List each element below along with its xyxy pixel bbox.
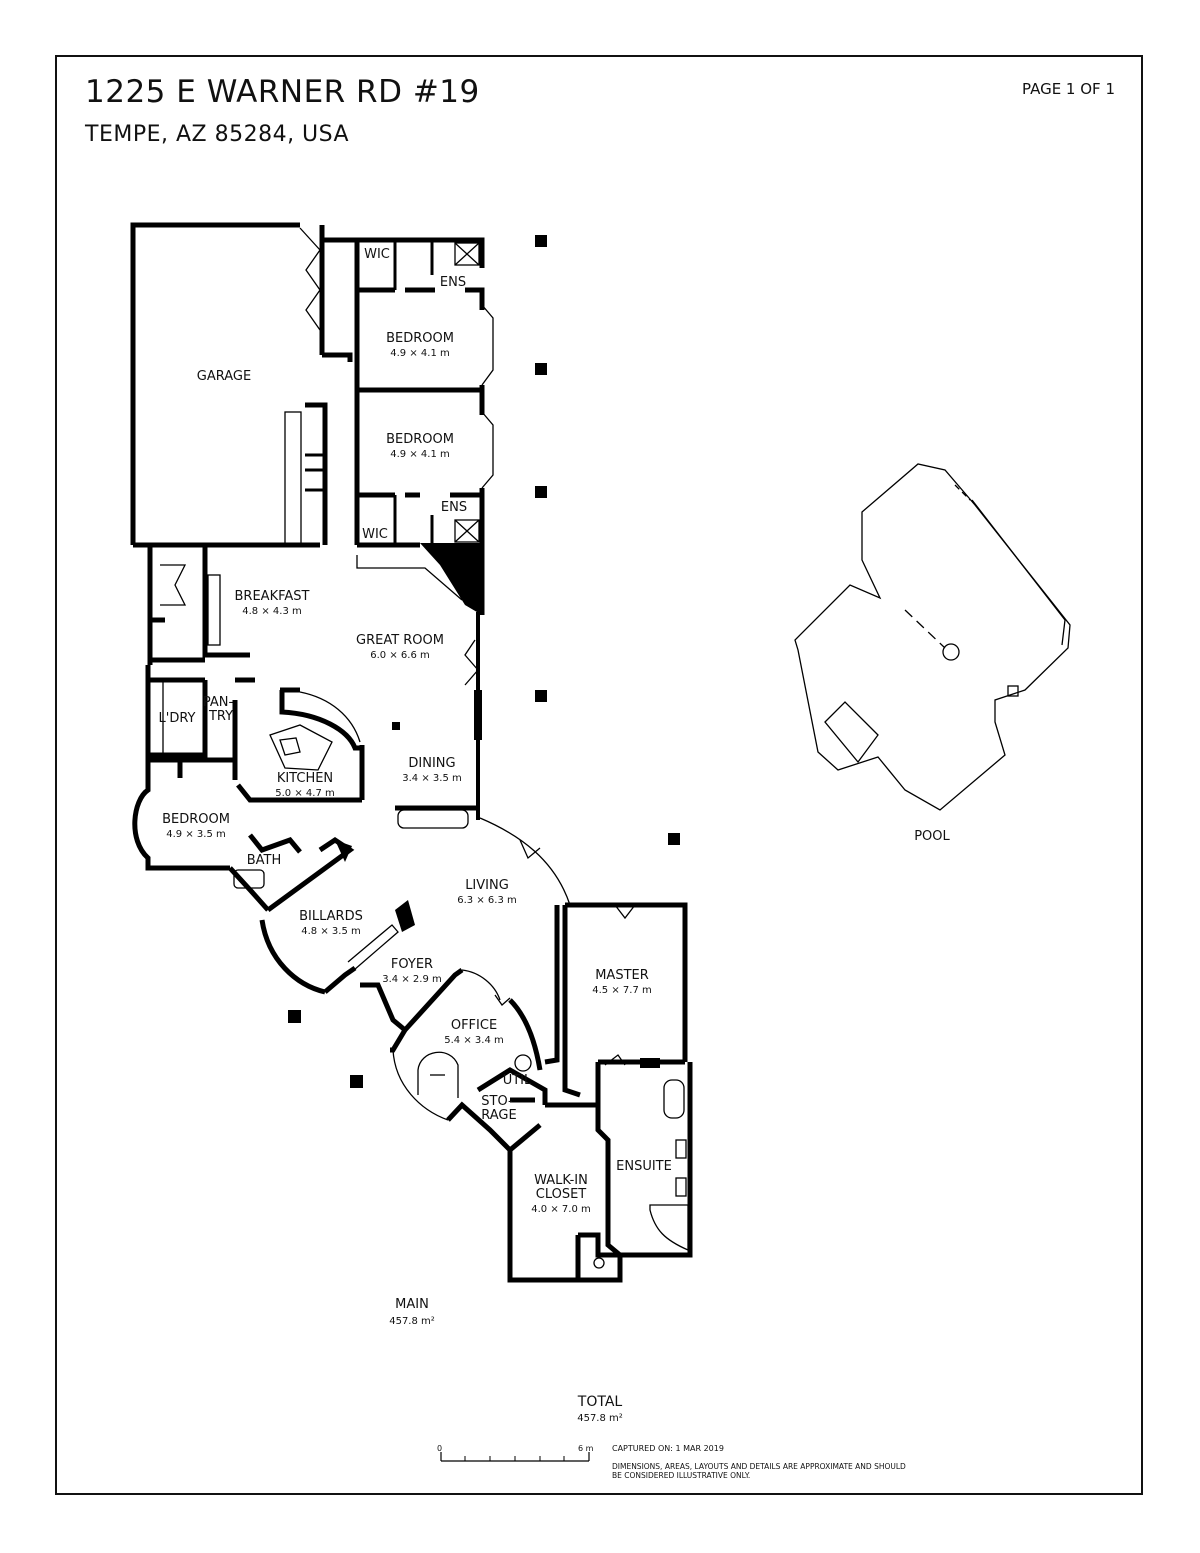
great-room-dims: 6.0 × 6.6 m: [370, 650, 429, 661]
foyer-label: FOYER: [391, 957, 433, 972]
bedroom-1-label: BEDROOM: [386, 331, 454, 346]
walkin-dims: 4.0 × 7.0 m: [531, 1204, 590, 1215]
bedroom-3-label: BEDROOM: [162, 812, 230, 827]
pantry-label-line1: PAN-: [203, 695, 234, 710]
property-address: 1225 E WARNER RD #19: [85, 74, 480, 110]
total-area: 457.8 m²: [577, 1413, 623, 1424]
foyer-dims: 3.4 × 2.9 m: [382, 974, 441, 985]
pool-outline: [794, 463, 1071, 811]
walkin-label-line2: CLOSET: [536, 1187, 587, 1202]
breakfast-dims: 4.8 × 4.3 m: [242, 606, 301, 617]
floor-area: 457.8 m²: [389, 1316, 435, 1327]
disclaimer-text: DIMENSIONS, AREAS, LAYOUTS AND DETAILS A…: [612, 1462, 906, 1480]
page-frame: [55, 55, 1143, 1495]
dining-dims: 3.4 × 3.5 m: [402, 773, 461, 784]
kitchen-dims: 5.0 × 4.7 m: [275, 788, 334, 799]
great-room-label: GREAT ROOM: [356, 633, 444, 648]
storage-label-line2: RAGE: [481, 1108, 516, 1123]
page-number: PAGE 1 OF 1: [1021, 80, 1115, 98]
scale-start-label: 0: [437, 1444, 443, 1453]
bedroom-2-label: BEDROOM: [386, 432, 454, 447]
util-label: UTIL: [503, 1073, 532, 1088]
pool-label: POOL: [914, 829, 950, 844]
bedroom-2-dims: 4.9 × 4.1 m: [390, 449, 449, 460]
exterior-columns: [288, 235, 680, 1088]
south-wing-walls: [360, 967, 623, 1283]
laundry-label: L'DRY: [159, 711, 196, 726]
ensuite-label: ENSUITE: [616, 1159, 672, 1174]
dining-label: DINING: [408, 756, 455, 771]
ens-bottom-label: ENS: [441, 500, 467, 515]
office-label: OFFICE: [451, 1018, 497, 1033]
billards-dims: 4.8 × 3.5 m: [301, 926, 360, 937]
captured-date: CAPTURED ON: 1 MAR 2019: [612, 1444, 724, 1453]
scale-end-label: 6 m: [578, 1444, 594, 1453]
living-dims: 6.3 × 6.3 m: [457, 895, 516, 906]
main-living-walls: [145, 545, 482, 829]
garage-walls: [130, 222, 357, 548]
walkin-label-line1: WALK-IN: [534, 1173, 588, 1188]
east-wing-walls: [479, 817, 693, 1258]
bath-label: BATH: [247, 853, 282, 868]
floor-name: MAIN: [395, 1297, 429, 1312]
garage-label: GARAGE: [197, 369, 251, 384]
breakfast-label: BREAKFAST: [235, 589, 310, 604]
room-labels: GARAGE WIC ENS BEDROOM 4.9 × 4.1 m BEDRO…: [159, 247, 951, 1215]
total-label: TOTAL: [577, 1394, 623, 1410]
bedroom-3-dims: 4.9 × 3.5 m: [166, 829, 225, 840]
wic-bottom-label: WIC: [362, 527, 388, 542]
office-dims: 5.4 × 3.4 m: [444, 1035, 503, 1046]
west-wing-walls: [132, 757, 415, 995]
scale-bar: [440, 1452, 590, 1462]
master-dims: 4.5 × 7.7 m: [592, 985, 651, 996]
kitchen-label: KITCHEN: [277, 771, 333, 786]
bedroom-wing-walls: [354, 237, 494, 615]
ens-top-label: ENS: [440, 275, 466, 290]
wic-top-label: WIC: [364, 247, 390, 262]
master-label: MASTER: [595, 968, 649, 983]
living-label: LIVING: [465, 878, 509, 893]
property-city: TEMPE, AZ 85284, USA: [85, 122, 350, 147]
billards-label: BILLARDS: [299, 909, 363, 924]
bedroom-1-dims: 4.9 × 4.1 m: [390, 348, 449, 359]
storage-label-line1: STO-: [481, 1094, 513, 1109]
pantry-label-line2: TRY: [208, 709, 233, 724]
